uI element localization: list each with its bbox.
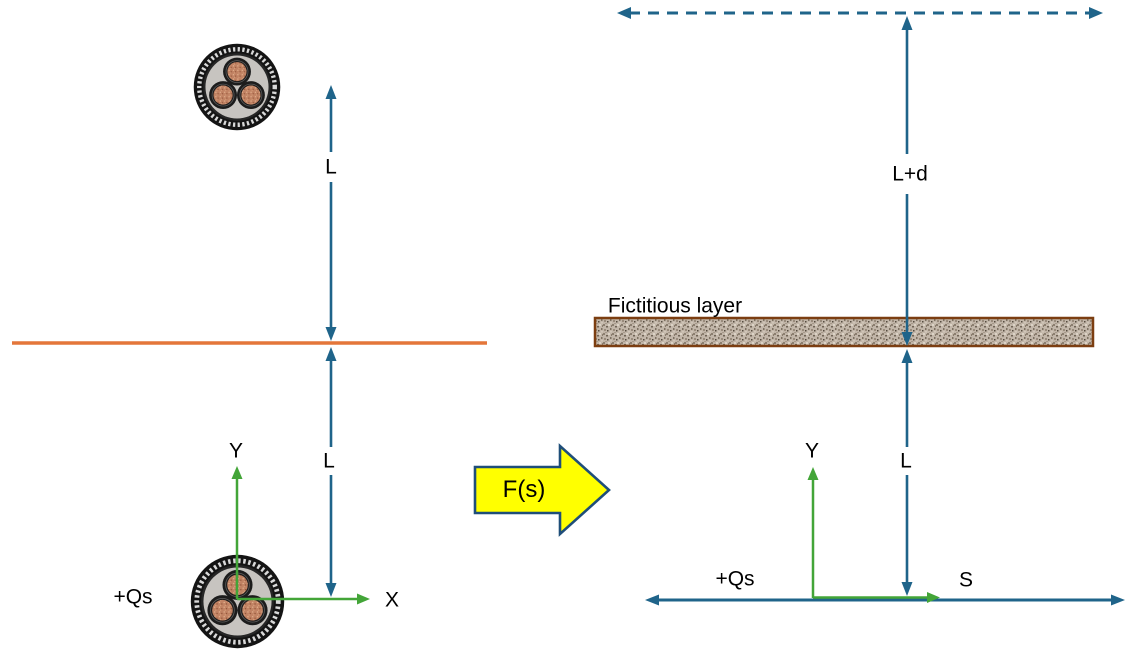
transform-block-arrow (473, 443, 611, 537)
right-ys-axes (807, 467, 940, 603)
left-upper-length-arrow (325, 85, 337, 341)
left-lower-length-label: L (323, 449, 335, 473)
s-axis-arrow (645, 594, 1125, 606)
cable-cross-section-image-top (194, 44, 281, 131)
right-y-axis-label: Y (804, 439, 820, 463)
left-upper-length-label: L (325, 155, 337, 179)
right-s-axis-label: S (958, 568, 974, 592)
left-x-axis-label: X (384, 588, 400, 612)
fictitious-layer-label: Fictitious layer (607, 294, 743, 318)
right-lower-length-arrow (901, 349, 913, 596)
transform-arrow-label: F(s) (502, 476, 546, 503)
left-y-axis-label: Y (228, 439, 244, 463)
fictitious-layer-bar (593, 316, 1095, 348)
right-charge-label: +Qs (715, 567, 755, 591)
right-upper-length-arrow (901, 16, 913, 346)
top-dashed-extent-arrow (617, 7, 1103, 19)
right-upper-length-label: L+d (892, 162, 928, 186)
left-charge-label: +Qs (113, 585, 153, 609)
right-lower-length-label: L (900, 449, 912, 473)
left-xy-axes (231, 466, 370, 605)
left-lower-length-arrow (325, 347, 337, 597)
